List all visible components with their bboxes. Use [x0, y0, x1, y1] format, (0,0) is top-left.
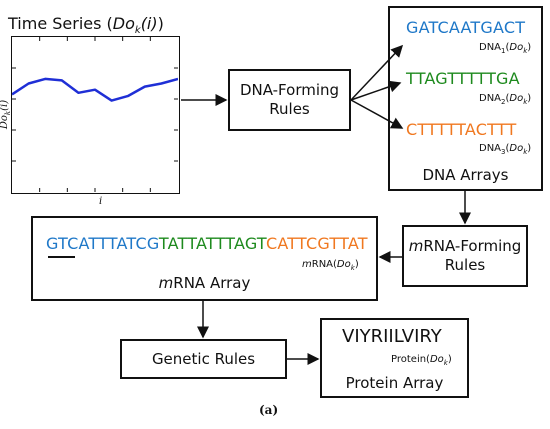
dna-sequence-2: TTAGTTTTTGA — [406, 69, 520, 88]
start-codon-underline — [48, 256, 75, 258]
dna-arrays-box: GATCAATGACT DNA1(Dok) TTAGTTTTTGA DNA2(D… — [388, 6, 543, 191]
mrna-base: T — [58, 234, 68, 253]
mrna-base: G — [146, 234, 159, 253]
dna-arrays-title: DNA Arrays — [422, 166, 509, 184]
mrna-base: T — [329, 234, 340, 253]
mrna-base: T — [98, 234, 108, 253]
protein-array-box: VIYRIILVIRY Protein(Dok) Protein Array — [320, 318, 469, 398]
genetic-rules-box: Genetic Rules — [120, 339, 287, 379]
mrna-base: G — [317, 234, 330, 253]
mrna-base: A — [233, 234, 245, 253]
time-series-xlabel: i — [99, 196, 103, 207]
mrna-base: T — [158, 234, 168, 253]
mrna-base: C — [67, 234, 79, 253]
mrna-sequence: GTCATTTATCGTATTATTTAGTCATTCGTTAT — [46, 234, 368, 253]
mrna-base: T — [215, 234, 226, 253]
mrna-base: T — [205, 234, 216, 253]
mrna-base: G — [46, 234, 59, 253]
mrna-forming-rules-line2: Rules — [444, 256, 486, 274]
arrow-to-dna-3 — [350, 99, 404, 129]
mrna-base: A — [195, 234, 206, 253]
mrna-base: T — [107, 234, 117, 253]
mrna-base: T — [287, 234, 297, 253]
protein-sequence: VIYRIILVIRY — [342, 326, 442, 347]
dna-label-2: DNA2(Dok) — [479, 93, 532, 106]
mrna-base: T — [225, 234, 234, 253]
mrna-base: T — [187, 234, 196, 253]
dna-sequence-1: GATCAATGACT — [406, 18, 526, 37]
mrna-base: T — [357, 234, 368, 253]
mrna-base: A — [347, 234, 358, 253]
mrna-label: mRNA(Dok) — [302, 259, 359, 272]
mrna-forming-rules-box: mRNA-Forming Rules — [402, 225, 528, 287]
time-series-title: Time Series (Dok(i)) — [8, 14, 164, 37]
mrna-base: A — [116, 234, 127, 253]
dna-label-3: DNA3(Dok) — [479, 143, 532, 156]
dna-forming-rules-line2: Rules — [269, 100, 310, 118]
mrna-base: T — [126, 234, 136, 253]
time-series-plot — [11, 36, 180, 194]
mrna-base: A — [78, 234, 89, 253]
mrna-base: T — [177, 234, 188, 253]
dna-forming-rules-box: DNA-Forming Rules — [228, 69, 351, 131]
mrna-array-box: GTCATTTATCGTATTATTTAGTCATTCGTTAT mRNA(Do… — [31, 216, 378, 301]
mrna-forming-rules-line1: mRNA-Forming — [408, 237, 522, 255]
mrna-base: A — [277, 234, 288, 253]
arrow-to-dna-2 — [350, 80, 402, 101]
mrna-base: T — [256, 234, 266, 253]
protein-label: Protein(Dok) — [391, 354, 452, 367]
dna-forming-rules-line1: DNA-Forming — [239, 81, 340, 99]
dna-label-1: DNA1(Dok) — [479, 42, 532, 55]
mrna-base: T — [296, 234, 306, 253]
mrna-base: T — [88, 234, 99, 253]
mrna-array-title: mRNA Array — [158, 274, 251, 292]
genetic-rules-label: Genetic Rules — [151, 349, 256, 368]
mrna-base: T — [339, 234, 348, 253]
mrna-base: C — [265, 234, 278, 253]
dna-sequence-3: CTTTTTACTTT — [406, 120, 517, 139]
mrna-base: A — [167, 234, 178, 253]
time-series-chart — [12, 37, 178, 192]
arrow-to-dna-1 — [350, 44, 404, 101]
figure-caption: (a) — [259, 403, 279, 417]
time-series-line — [12, 77, 178, 102]
mrna-base: G — [244, 234, 257, 253]
mrna-base: C — [135, 234, 147, 253]
mrna-base: C — [305, 234, 318, 253]
protein-array-title: Protein Array — [345, 374, 444, 392]
